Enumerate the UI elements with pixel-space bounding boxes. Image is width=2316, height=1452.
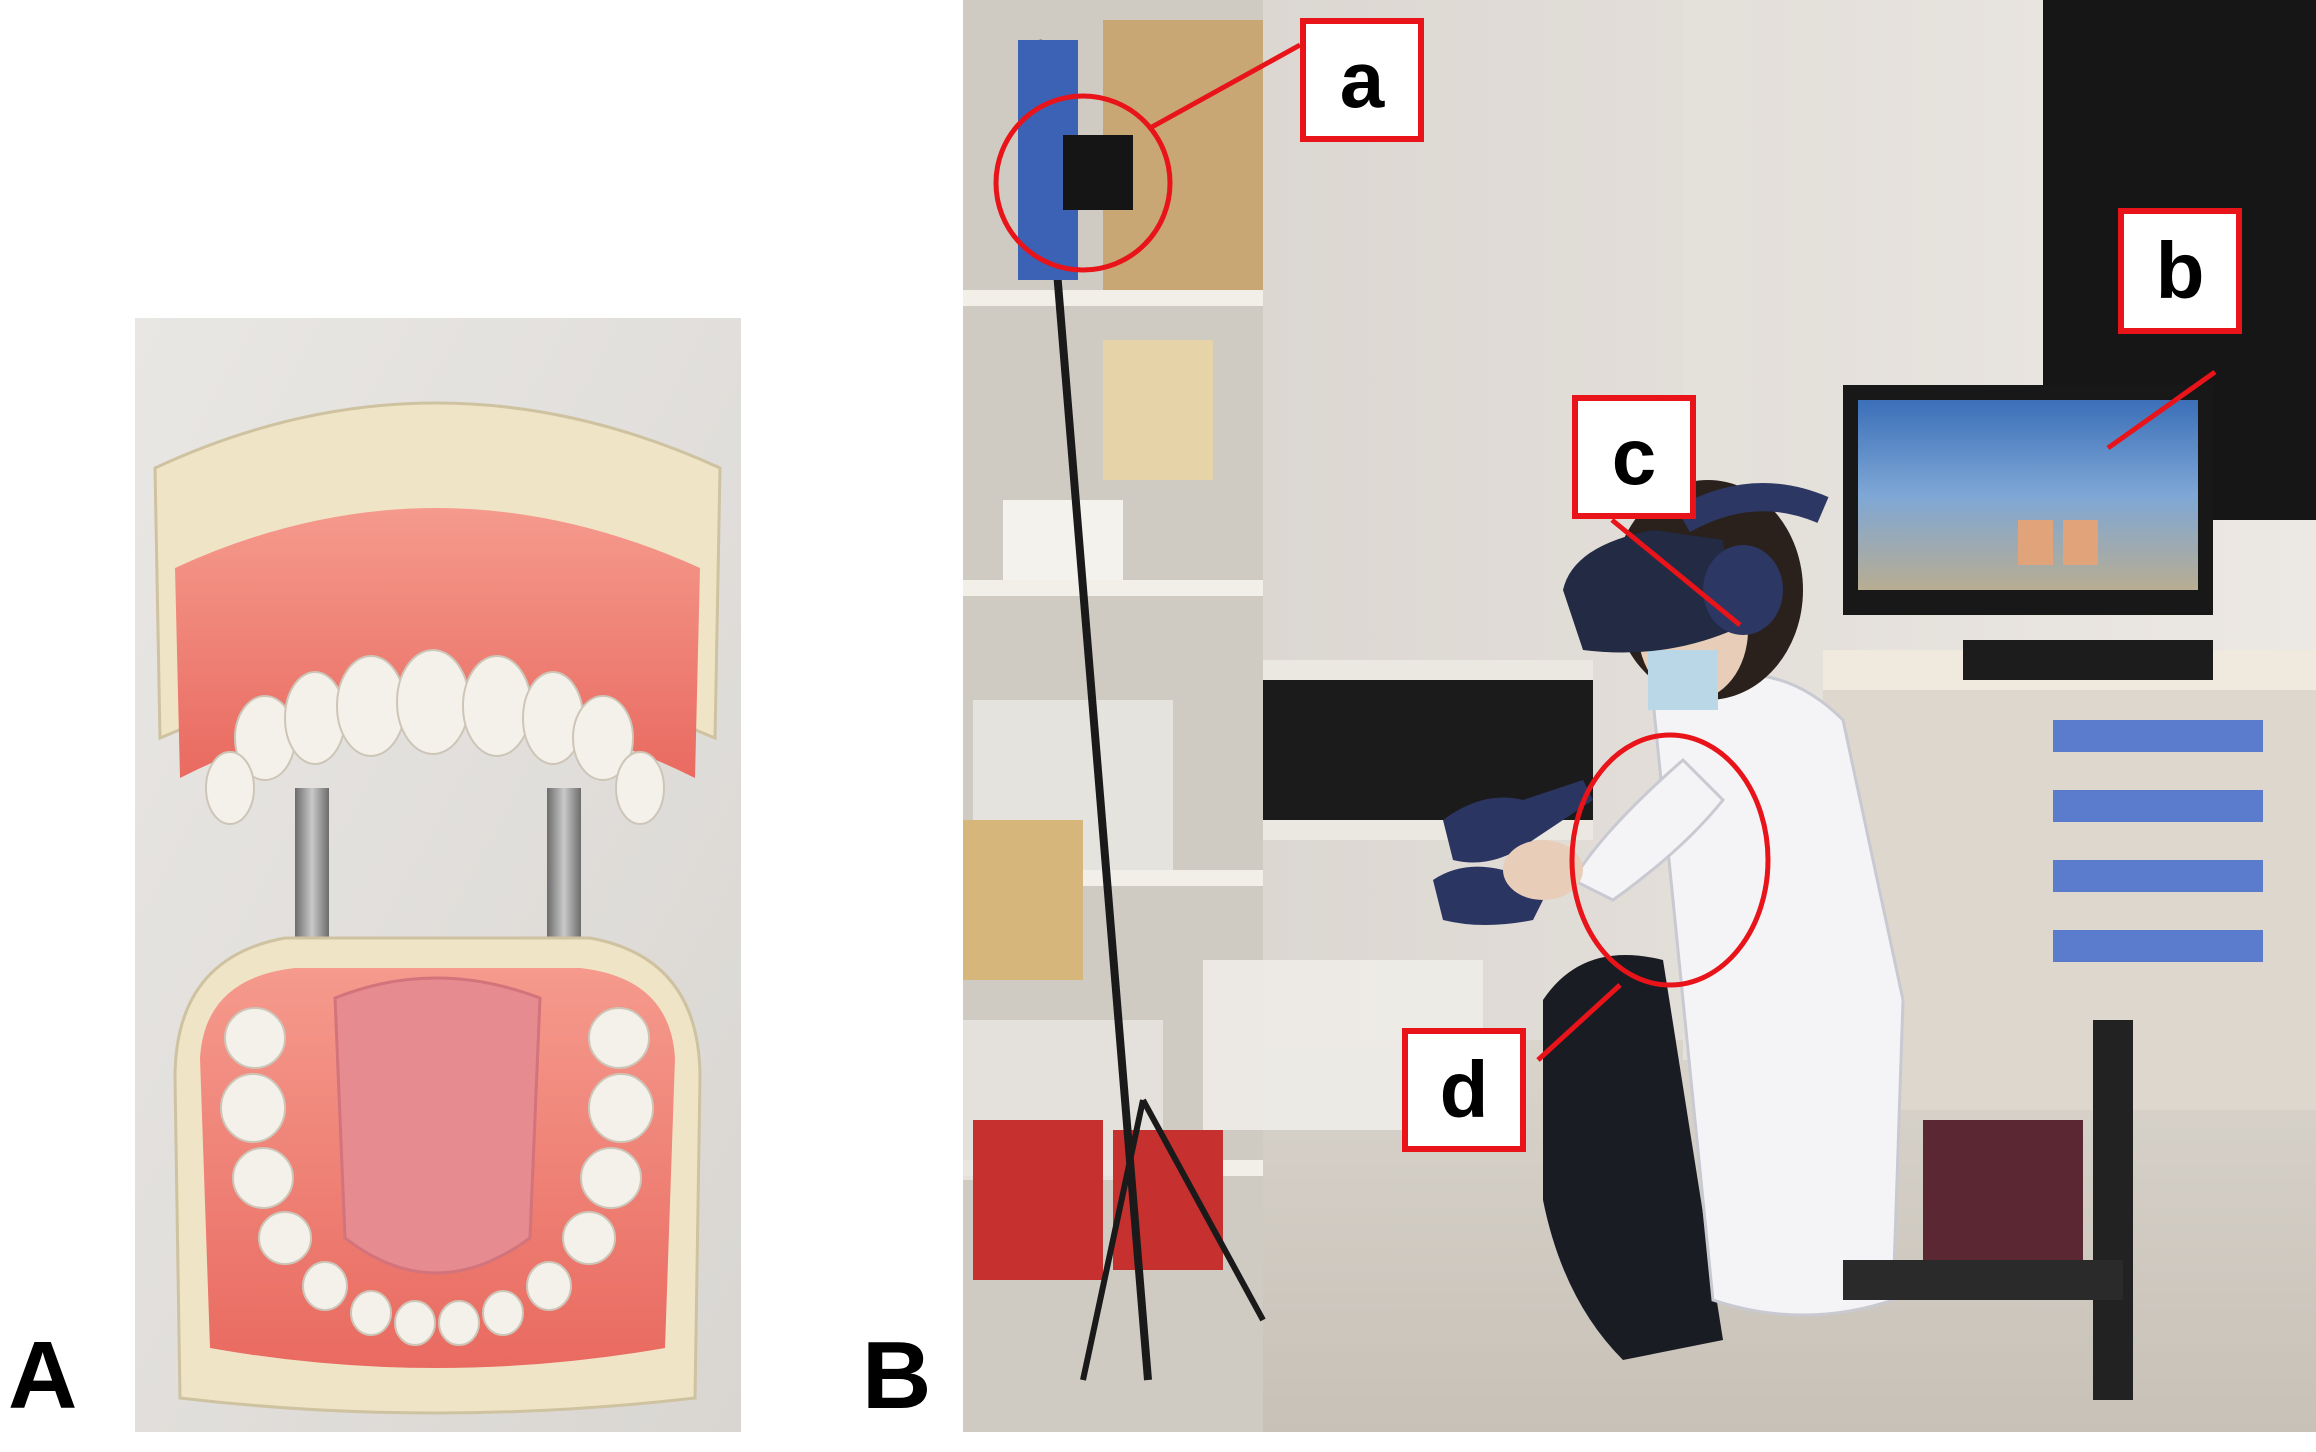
callout-b-line [2106, 369, 2217, 451]
panel-label-b: B [862, 1322, 932, 1429]
callout-c-label: c [1572, 395, 1696, 519]
callout-d-label: d [1402, 1028, 1526, 1152]
dental-model-photo [135, 318, 741, 1432]
vr-training-photo [963, 0, 2316, 1432]
callout-d-line [1536, 983, 1622, 1062]
callout-a-label: a [1300, 18, 1424, 142]
camera-highlight-circle [993, 93, 1173, 273]
panel-label-a: A [8, 1322, 78, 1429]
controllers-highlight-circle [1569, 732, 1771, 988]
callout-b-label: b [2118, 208, 2242, 334]
callout-a-line [1148, 42, 1302, 131]
callout-c-line [1610, 518, 1742, 627]
